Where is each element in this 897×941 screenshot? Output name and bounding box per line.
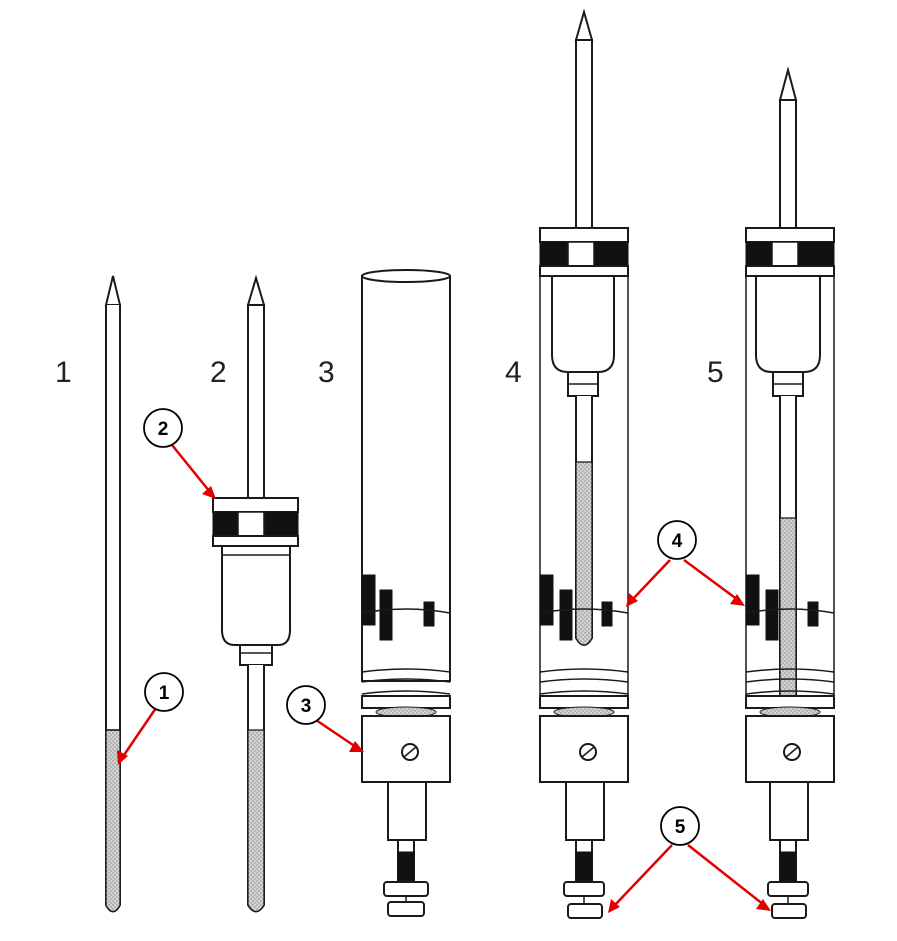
callout-1: 1 xyxy=(117,672,184,765)
callout-number-3: 3 xyxy=(301,696,312,717)
probe-with-cap xyxy=(212,274,299,913)
sleeve-empty xyxy=(361,269,451,917)
callout-number-4: 4 xyxy=(672,531,683,552)
callout-4: 4 xyxy=(626,520,745,607)
callout-3: 3 xyxy=(286,685,364,752)
panel-number-4: 4 xyxy=(505,356,522,389)
panel-number-1: 1 xyxy=(55,356,72,389)
probe-rod xyxy=(104,275,122,913)
panel-number-5: 5 xyxy=(707,356,724,389)
callout-number-5: 5 xyxy=(675,817,686,838)
panel-number-3: 3 xyxy=(318,356,335,389)
panel-number-2: 2 xyxy=(210,356,227,389)
callout-number-2: 2 xyxy=(158,419,169,440)
sleeve-assembly-5 xyxy=(745,66,835,919)
callout-number-1: 1 xyxy=(159,683,170,704)
callout-5: 5 xyxy=(608,806,771,913)
sleeve-assembly-4 xyxy=(539,8,629,919)
callout-2: 2 xyxy=(143,408,216,499)
